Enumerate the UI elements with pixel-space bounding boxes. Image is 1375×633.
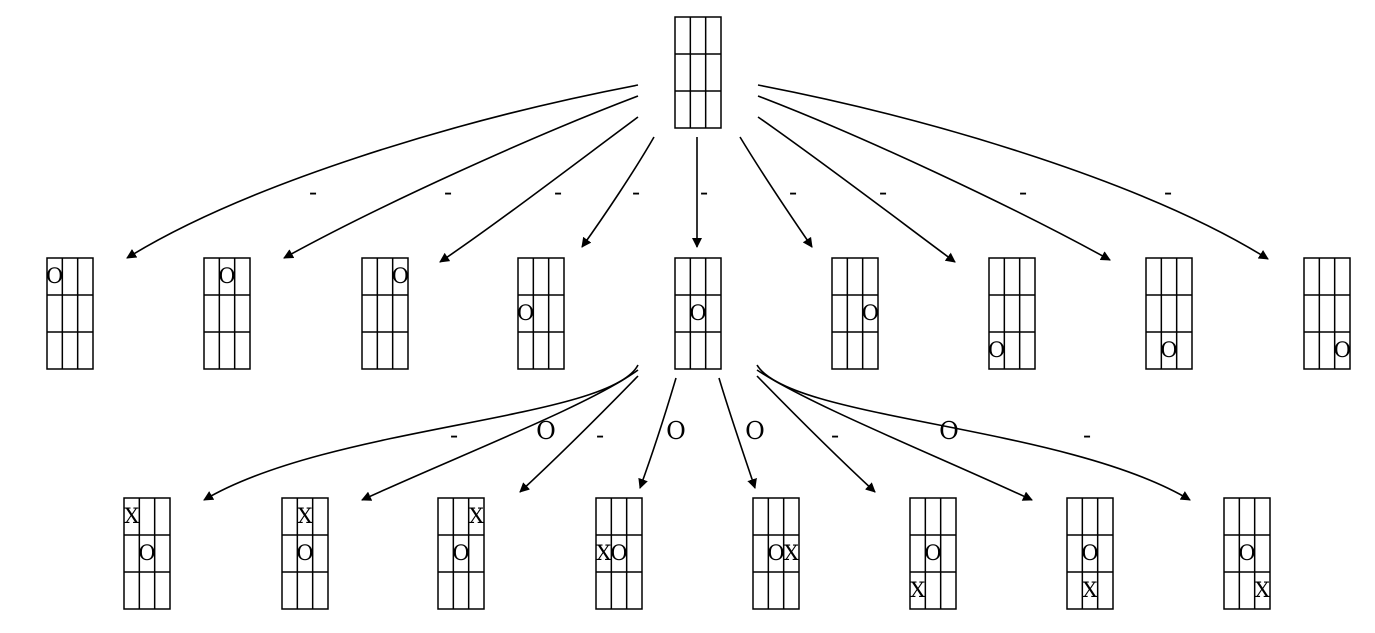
tree-edge xyxy=(126,84,639,259)
board-cell-mark: O xyxy=(392,264,409,288)
edge-label: O xyxy=(939,417,959,445)
board-node-l1-1: O xyxy=(203,257,251,370)
board-cell-mark: O xyxy=(1160,338,1177,362)
board-node-l1-2: O xyxy=(361,257,409,370)
edge-label: - xyxy=(1083,421,1091,449)
board-cell-mark: O xyxy=(517,301,534,325)
tree-edge xyxy=(439,116,639,263)
board-frame xyxy=(203,257,251,370)
edges-layer xyxy=(126,84,1269,501)
board-cell-mark: O xyxy=(767,541,784,565)
board-frame xyxy=(1303,257,1351,370)
edge-label: - xyxy=(309,178,317,206)
board-cell-mark: X xyxy=(298,504,313,528)
tree-edge xyxy=(739,136,813,248)
board-frame xyxy=(517,257,565,370)
board-frame xyxy=(674,16,722,129)
board-node-l2-1: XO xyxy=(281,497,329,610)
board-cell-mark: X xyxy=(596,541,611,565)
board-node-l2-6: OX xyxy=(1066,497,1114,610)
board-frame xyxy=(1145,257,1193,370)
board-frame xyxy=(988,257,1036,370)
board-cell-mark: O xyxy=(296,541,313,565)
board-cell-mark: O xyxy=(452,541,469,565)
edge-label: O xyxy=(536,417,556,445)
board-cell-mark: O xyxy=(862,301,879,325)
edge-label: - xyxy=(879,178,887,206)
edge-label: - xyxy=(554,178,562,206)
tree-edge xyxy=(638,377,677,489)
edge-label: - xyxy=(831,421,839,449)
tree-edge xyxy=(757,95,1111,261)
board-node-root xyxy=(674,16,722,129)
board-cell-mark: O xyxy=(46,264,63,288)
tree-edge xyxy=(757,116,956,263)
tree-edge xyxy=(361,369,639,501)
tree-edge xyxy=(718,377,757,489)
board-frame xyxy=(909,497,957,610)
edge-label: O xyxy=(745,417,765,445)
board-cell-mark: O xyxy=(1238,541,1255,565)
edge-label: - xyxy=(596,421,604,449)
edge-label: - xyxy=(450,421,458,449)
tree-edge xyxy=(203,364,639,501)
edge-label: - xyxy=(1164,178,1172,206)
edge-label: - xyxy=(444,178,452,206)
board-cell-mark: O xyxy=(1334,338,1351,362)
board-frame xyxy=(281,497,329,610)
edge-label: - xyxy=(632,178,640,206)
board-node-l1-7: O xyxy=(1145,257,1193,370)
board-cell-mark: X xyxy=(910,578,925,602)
board-cell-mark: O xyxy=(610,541,627,565)
board-node-l1-8: O xyxy=(1303,257,1351,370)
board-cell-mark: O xyxy=(218,264,235,288)
edge-label: - xyxy=(789,178,797,206)
board-cell-mark: X xyxy=(1255,578,1270,602)
board-frame xyxy=(831,257,879,370)
board-frame xyxy=(46,257,94,370)
edge-label: O xyxy=(666,417,686,445)
tree-edge xyxy=(581,136,655,248)
edge-label: - xyxy=(700,178,708,206)
board-frame xyxy=(752,497,800,610)
board-cell-mark: O xyxy=(138,541,155,565)
board-frame xyxy=(595,497,643,610)
board-frame xyxy=(123,497,171,610)
tree-edge xyxy=(757,84,1269,260)
board-cell-mark: X xyxy=(469,504,484,528)
board-node-l1-6: O xyxy=(988,257,1036,370)
board-cell-mark: X xyxy=(1083,578,1098,602)
board-cell-mark: O xyxy=(988,338,1005,362)
edge-labels-layer: - - - - - - - - - - O - O O - O - xyxy=(309,178,1172,449)
board-node-l1-0: O xyxy=(46,257,94,370)
board-frame xyxy=(1066,497,1114,610)
board-cell-mark: X xyxy=(124,504,139,528)
edge-label: - xyxy=(1019,178,1027,206)
board-node-l2-7: OX xyxy=(1223,497,1271,610)
board-node-l2-2: XO xyxy=(437,497,485,610)
board-node-l1-3: O xyxy=(517,257,565,370)
board-node-l1-4: O xyxy=(674,257,722,370)
board-cell-mark: O xyxy=(689,301,706,325)
board-cell-mark: O xyxy=(1081,541,1098,565)
board-cell-mark: X xyxy=(784,541,799,565)
board-node-l1-5: O xyxy=(831,257,879,370)
board-node-l2-0: XO xyxy=(123,497,171,610)
board-frame xyxy=(361,257,409,370)
board-node-l2-5: OX xyxy=(909,497,957,610)
tree-edge xyxy=(519,375,639,493)
board-frame xyxy=(1223,497,1271,610)
tree-edge xyxy=(756,364,1191,501)
tree-edge xyxy=(283,95,639,259)
board-frame xyxy=(674,257,722,370)
board-cell-mark: O xyxy=(924,541,941,565)
board-frame xyxy=(437,497,485,610)
tree-edge xyxy=(756,375,876,493)
